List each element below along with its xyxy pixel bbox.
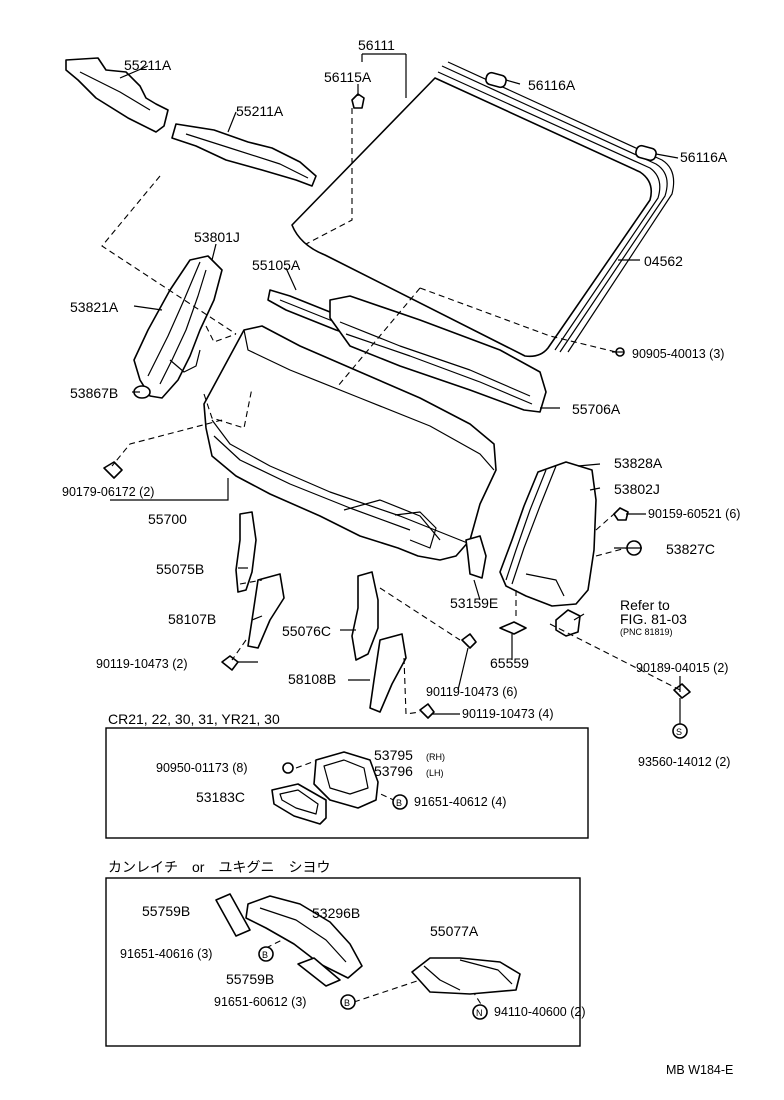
label-58108B: 58108B: [288, 671, 336, 687]
label-55706A: 55706A: [572, 401, 621, 417]
label-55211A-2: 55211A: [236, 103, 284, 119]
bracket-53159E: [465, 535, 487, 579]
label-55075B: 55075B: [156, 561, 204, 577]
label-90905: 90905-40013 (3): [632, 347, 724, 361]
label-55077A: 55077A: [430, 923, 479, 939]
cover-81819: [555, 609, 581, 637]
label-55211A-1: 55211A: [124, 57, 172, 73]
stopper-56116A-upper: [485, 71, 507, 89]
label-53796: 53796: [374, 763, 413, 779]
label-53795-rh: (RH): [426, 752, 445, 762]
label-53159E: 53159E: [450, 595, 498, 611]
label-53801J: 53801J: [194, 229, 240, 245]
label-53802J: 53802J: [614, 481, 660, 497]
models-heading: CR21, 22, 30, 31, YR21, 30: [108, 711, 280, 727]
label-56116A-2: 56116A: [680, 149, 728, 165]
label-90189: 90189-04015 (2): [636, 661, 728, 675]
side-panel-53821A: [133, 255, 223, 399]
label-90159: 90159-60521 (6): [648, 507, 740, 521]
label-04562: 04562: [644, 253, 683, 269]
bracket-55075B: [235, 511, 257, 593]
label-56111: 56111: [358, 37, 395, 53]
marker-b-1: B: [392, 794, 408, 810]
footer-code: MB W184-E: [666, 1063, 733, 1077]
label-91651-60612: 91651-60612 (3): [214, 995, 306, 1009]
cold-heading: カンレイチ or ユキグニ シヨウ: [108, 859, 330, 875]
label-90119-b: 90119-10473 (6): [426, 685, 518, 699]
cover-53183C: [271, 783, 327, 825]
leader-lines: [101, 53, 681, 1013]
label-90950: 90950-01173 (8): [156, 761, 248, 775]
stopper-56116A-right: [635, 144, 657, 162]
label-56115A: 56115A: [324, 69, 372, 85]
label-53827C: 53827C: [666, 541, 715, 557]
label-90179: 90179-06172 (2): [62, 485, 154, 499]
seal-55211A-right: [171, 123, 317, 187]
marker-s: S: [672, 723, 688, 739]
label-93560: 93560-14012 (2): [638, 755, 730, 769]
label-55076C: 55076C: [282, 623, 331, 639]
label-53183C: 53183C: [196, 789, 245, 805]
label-53795: 53795: [374, 747, 413, 763]
bolt-90159: [613, 507, 629, 521]
side-panel-53802J: [499, 461, 597, 607]
shield-53296B: [245, 895, 363, 979]
label-91651-40616: 91651-40616 (3): [120, 947, 212, 961]
bolt-90119-c: [419, 703, 435, 719]
label-53796-lh: (LH): [426, 768, 444, 778]
label-55700: 55700: [148, 511, 187, 527]
strip-55759B-upper: [215, 893, 251, 937]
cowl-panel-55700: [203, 325, 497, 561]
bolt-90119-b: [461, 633, 477, 649]
label-55759B-2: 55759B: [226, 971, 274, 987]
marker-b-1-text: B: [396, 798, 402, 808]
label-56116A-1: 56116A: [528, 77, 576, 93]
label-65559: 65559: [490, 655, 529, 671]
marker-s-text: S: [676, 727, 682, 737]
label-90119-c: 90119-10473 (4): [462, 707, 554, 721]
part-65559: [499, 621, 527, 635]
bolt-90119-a: [221, 655, 239, 671]
part-labels: 55211A 55211A 56111 56115A 56116A 56116A…: [62, 37, 740, 1077]
clip-56115A: [351, 93, 365, 109]
label-53296B: 53296B: [312, 905, 360, 921]
clip-90189: [673, 683, 691, 699]
label-53828A: 53828A: [614, 455, 663, 471]
marker-n-text: N: [476, 1008, 483, 1018]
label-94110: 94110-40600 (2): [494, 1005, 586, 1019]
label-58107B: 58107B: [168, 611, 216, 627]
marker-n: N: [472, 1004, 488, 1020]
bracket-55076C: [351, 571, 379, 661]
label-refer-line3: (PNC 81819): [620, 627, 673, 637]
label-90119-a: 90119-10473 (2): [96, 657, 188, 671]
cold-section-box: [105, 877, 581, 1047]
cowl-top-55706A: [329, 295, 547, 413]
bolt-90179: [103, 461, 123, 479]
label-55759B-1: 55759B: [142, 903, 190, 919]
marker-b-3: B: [340, 994, 356, 1010]
label-refer-line1: Refer to: [620, 597, 670, 613]
label-53821A: 53821A: [70, 299, 119, 315]
marker-b-2-text: B: [262, 950, 268, 960]
label-53867B: 53867B: [70, 385, 118, 401]
label-55105A: 55105A: [252, 257, 301, 273]
seal-55211A-left: [65, 57, 169, 133]
bracket-58108B: [369, 633, 407, 713]
strip-55759B-lower: [297, 957, 341, 987]
console-box-53795: [313, 751, 379, 809]
panel-55077A: [411, 957, 521, 995]
label-refer-line2: FIG. 81-03: [620, 611, 687, 627]
marker-b-3-text: B: [344, 998, 350, 1008]
screw-90950: [282, 762, 294, 774]
bracket-58107B: [247, 573, 285, 649]
windshield-glass: [291, 61, 675, 358]
models-section-box: [105, 727, 589, 839]
marker-b-2: B: [258, 946, 274, 962]
label-91651-40612: 91651-40612 (4): [414, 795, 506, 809]
